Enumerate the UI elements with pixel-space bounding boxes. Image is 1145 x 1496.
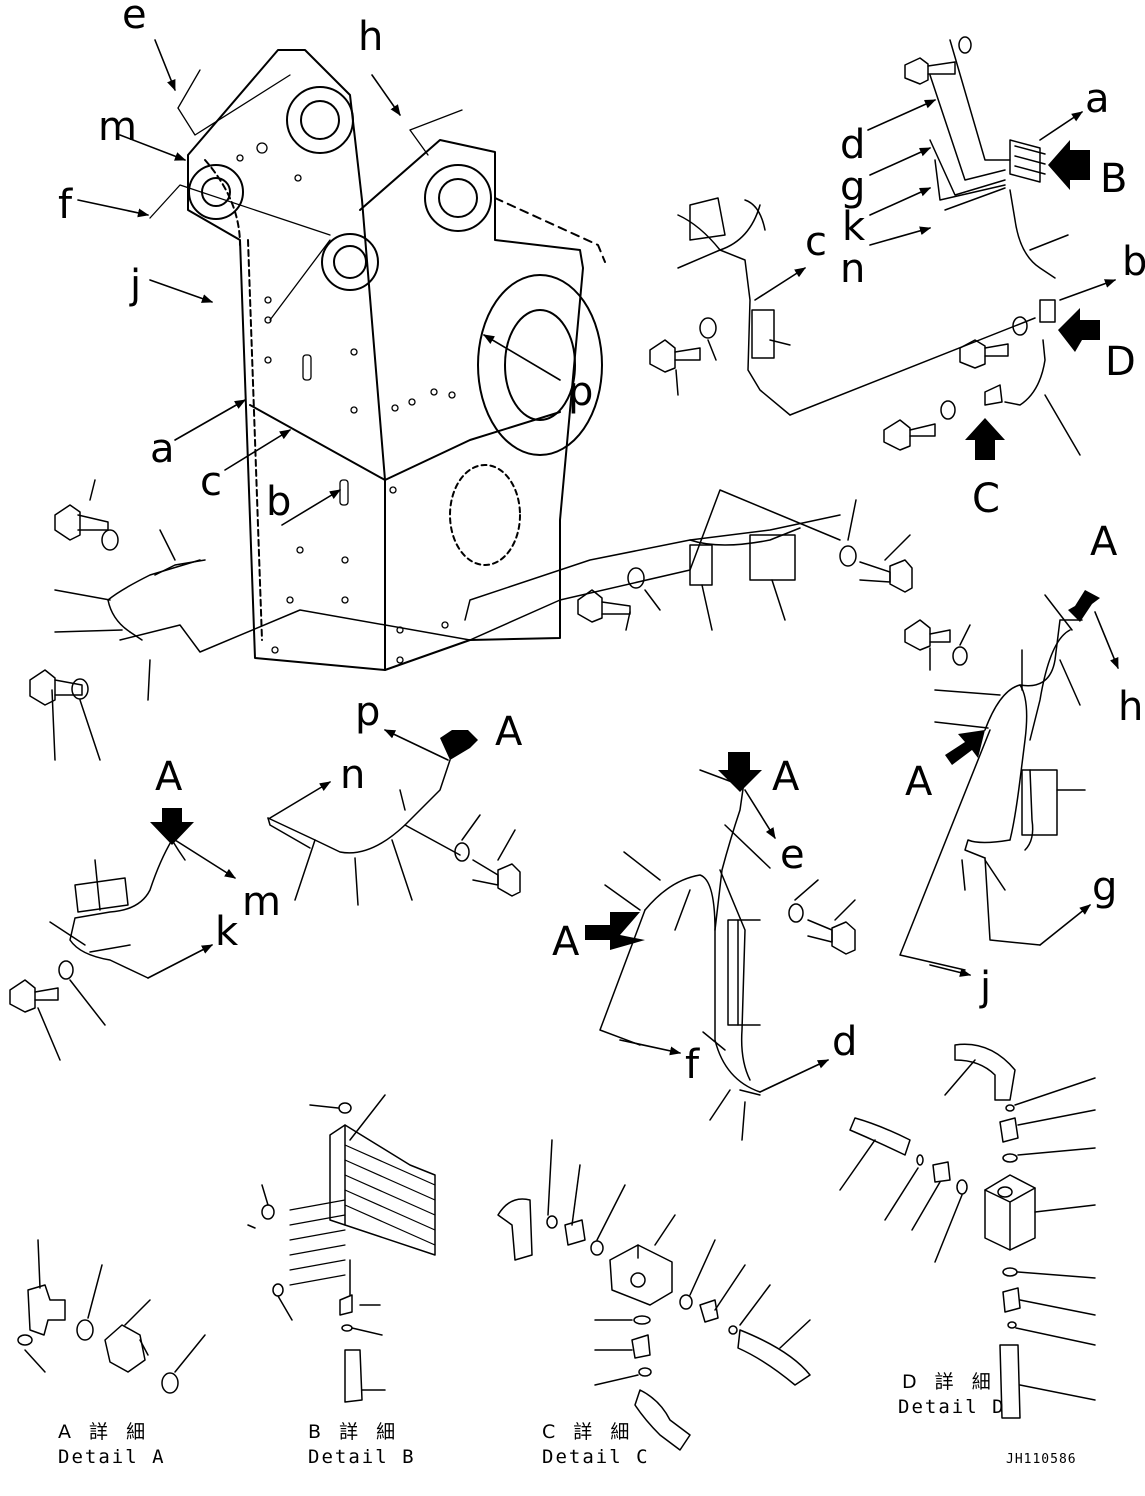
label-n: n: [340, 752, 365, 798]
label-c: c: [805, 219, 827, 265]
arrow-a-icon: [440, 730, 478, 760]
boom-frame: [187, 49, 606, 671]
detail-c-en: Detail C: [542, 1446, 650, 1468]
arrow-a-icon: [585, 912, 645, 950]
label-d: d: [832, 1019, 857, 1065]
label-m: m: [98, 104, 137, 150]
label-b: b: [266, 479, 291, 525]
arrow-a-icon: [945, 730, 985, 765]
detail-a-en: Detail A: [58, 1446, 166, 1468]
label-b: b: [1122, 239, 1145, 285]
label-k: k: [842, 204, 866, 250]
label-e: e: [122, 0, 147, 38]
label-j: j: [979, 964, 991, 1010]
valve-block-b-area: [883, 36, 1081, 456]
detail-c-jp: C 詳 細: [542, 1421, 635, 1443]
label-h: h: [1118, 684, 1143, 730]
detail-b-valve-stack: [247, 1094, 436, 1403]
detail-a-jp: A 詳 細: [58, 1421, 151, 1443]
label-D: D: [1105, 339, 1136, 385]
hose-n-p-assembly: [267, 759, 521, 906]
upper-middle-hose-assembly: [464, 489, 913, 641]
drawing-code: JH110586: [1006, 1452, 1077, 1467]
label-p: p: [355, 689, 380, 735]
detail-a-fittings: [17, 1239, 206, 1394]
right-hose-assembly: [899, 594, 1086, 971]
label-A: A: [905, 759, 933, 805]
view-arrows: [150, 140, 1100, 950]
label-A: A: [552, 919, 580, 965]
label-k: k: [215, 909, 239, 955]
upper-right-hose-assembly: [649, 197, 1036, 416]
label-A: A: [1090, 519, 1118, 565]
detail-b-jp: B 詳 細: [308, 1421, 401, 1443]
arrow-a-icon: [718, 752, 762, 792]
label-f: f: [58, 182, 73, 228]
label-A: A: [772, 754, 800, 800]
label-c: c: [200, 459, 222, 505]
arrow-a-icon: [150, 808, 194, 845]
label-a: a: [150, 426, 175, 472]
label-d: d: [840, 122, 865, 168]
label-f: f: [685, 1042, 700, 1088]
label-g: g: [840, 164, 865, 210]
label-e: e: [780, 832, 805, 878]
arrow-d-icon: [1058, 308, 1100, 352]
label-C: C: [972, 476, 1000, 522]
hose-e-f-d-assembly: [599, 769, 856, 1141]
arrow-b-icon: [1048, 140, 1090, 190]
label-j: j: [129, 262, 141, 308]
label-g: g: [1092, 864, 1117, 910]
lower-left-hose-assembly: [29, 479, 471, 761]
detail-c-block: [497, 1139, 811, 1451]
label-m: m: [242, 879, 281, 925]
callout-labels: e h m f j a c b p a d g k n B b c D C A …: [58, 0, 1145, 1088]
label-h: h: [358, 14, 383, 60]
arrow-a-icon: [1068, 590, 1100, 622]
detail-b-en: Detail B: [308, 1446, 416, 1468]
arrow-c-icon: [965, 418, 1005, 460]
detail-d-en: Detail D: [898, 1396, 1006, 1418]
label-A: A: [155, 754, 183, 800]
detail-captions: A 詳 細 Detail A B 詳 細 Detail B C 詳 細 Deta…: [58, 1371, 1077, 1468]
detail-d-block: [839, 1043, 1096, 1419]
detail-d-jp: D 詳 細: [902, 1371, 997, 1393]
hose-m-k-assembly: [9, 839, 186, 1061]
part-arrows: [147, 99, 1119, 1093]
label-B: B: [1100, 156, 1127, 202]
label-n: n: [840, 246, 865, 292]
label-a: a: [1085, 76, 1110, 122]
frame-callout-arrows: [77, 39, 561, 526]
frame-leaders: [149, 69, 463, 321]
label-A: A: [495, 709, 523, 755]
label-p: p: [568, 369, 593, 415]
